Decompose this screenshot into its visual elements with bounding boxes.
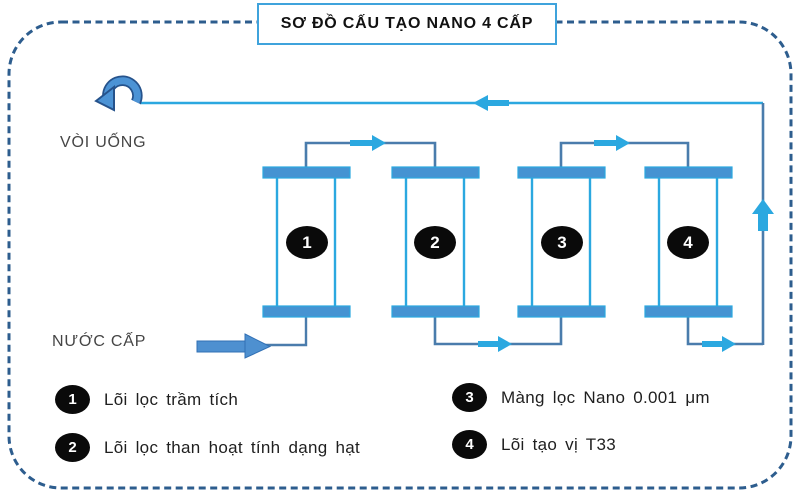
filter3-bottom-cap <box>517 305 606 318</box>
u-turn-arrow-icon <box>94 75 143 112</box>
inlet-arrow <box>196 333 272 359</box>
arrow-right-f1-f2 <box>350 135 386 151</box>
arrow-up-riser <box>752 199 774 231</box>
legend4-label: Lõi tạo vị T33 <box>501 434 616 454</box>
filter4-bottom-cap <box>644 305 733 318</box>
connector-f4-riser <box>686 317 763 346</box>
legend-item-1: 1 Lõi lọc trầm tích <box>55 385 238 414</box>
filter1-bottom-cap <box>262 305 351 318</box>
filter-cylinder-3 <box>517 166 606 318</box>
inlet-connector <box>264 317 308 347</box>
legend1-number-badge: 1 <box>55 385 90 414</box>
connector-f1-f2 <box>304 141 437 167</box>
filter3-top-cap <box>517 166 606 179</box>
flow-arrows <box>350 95 774 352</box>
arrow-right-f3-f4 <box>594 135 630 151</box>
filter4-number-badge: 4 <box>667 226 709 259</box>
tap-label: VÒI UỐNG <box>60 134 147 151</box>
supply-label: NƯỚC CẤP <box>52 333 147 350</box>
connector-f3-f4 <box>559 141 690 167</box>
filter1-number-badge: 1 <box>286 226 328 259</box>
filter3-number-badge: 3 <box>541 226 583 259</box>
filter4-top-cap <box>644 166 733 179</box>
filter2-bottom-cap <box>391 305 480 318</box>
legend2-number-badge: 2 <box>55 433 90 462</box>
title-box: SƠ ĐỒ CẤU TẠO NANO 4 CẤP <box>257 3 557 45</box>
legend3-number-badge: 3 <box>452 383 487 412</box>
arrow-right-f4-riser <box>702 336 736 352</box>
legend-item-3: 3 Màng lọc Nano 0.001 μm <box>452 383 710 412</box>
filter-cylinder-1 <box>262 166 351 318</box>
filter1-top-cap <box>262 166 351 179</box>
filter-cylinder-4 <box>644 166 733 318</box>
filter2-top-cap <box>391 166 480 179</box>
legend4-number-badge: 4 <box>452 430 487 459</box>
filter2-number-badge: 2 <box>414 226 456 259</box>
filter-cylinder-2 <box>391 166 480 318</box>
legend1-label: Lõi lọc trầm tích <box>104 389 239 409</box>
legend3-label: Màng lọc Nano 0.001 μm <box>501 387 710 407</box>
arrow-right-f2-f3 <box>478 336 512 352</box>
legend-item-4: 4 Lõi tạo vị T33 <box>452 430 616 459</box>
legend-item-2: 2 Lõi lọc than hoạt tính dạng hạt <box>55 433 360 462</box>
arrow-left-output <box>473 95 509 111</box>
legend2-label: Lõi lọc than hoạt tính dạng hạt <box>104 437 361 457</box>
page-title: SƠ ĐỒ CẤU TẠO NANO 4 CẤP <box>280 15 534 32</box>
